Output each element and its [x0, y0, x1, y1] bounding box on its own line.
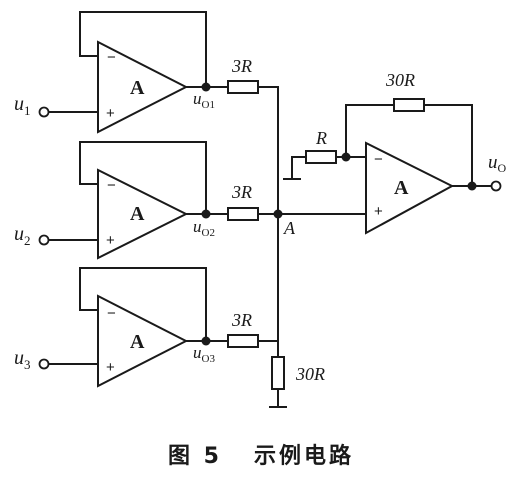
bus-wire-1: [257, 86, 279, 214]
buffer-amp-2: A − +: [38, 141, 367, 260]
resistor-r3-label: 3R: [231, 310, 252, 330]
ampout-minus: −: [374, 151, 383, 168]
caption-title: 示例电路: [253, 444, 354, 469]
uo3-label: uO3: [193, 343, 215, 365]
resistor-ground-label: 30R: [295, 364, 325, 384]
resistor-r2-label: 3R: [231, 182, 252, 202]
output-amp: A − +: [283, 98, 502, 235]
resistor-rin: [305, 150, 337, 164]
input-terminal-2: [38, 234, 50, 246]
amp2-plus: +: [106, 232, 115, 249]
resistor-ground: [271, 356, 285, 390]
feedback-left: [345, 104, 395, 158]
amp-label-1: A: [130, 77, 145, 99]
buffer-amp-1: A − +: [38, 11, 279, 214]
final-output-label: uO: [488, 152, 507, 175]
feedback-wire-2: [79, 141, 207, 215]
resistor-r1: [227, 80, 259, 94]
uo1-label: uO1: [193, 89, 215, 111]
feedback-wire-3: [79, 267, 207, 342]
summing-node: [269, 209, 287, 408]
amp-label-3: A: [130, 331, 145, 353]
amp-label-2: A: [130, 203, 145, 225]
opamp-triangle-2: [97, 168, 189, 260]
resistor-feedback-label: 30R: [385, 70, 415, 90]
resistor-r2: [227, 207, 259, 221]
buffer-amp-3: A − +: [38, 267, 279, 388]
figure-caption: 图 5 示例电路: [0, 438, 522, 470]
node-uo2: [201, 209, 211, 219]
resistor-rin-label: R: [315, 128, 327, 148]
node-out: [467, 181, 477, 191]
node-uo1: [201, 82, 211, 92]
resistor-feedback: [393, 98, 425, 112]
resistor-r1-label: 3R: [231, 56, 252, 76]
caption-label: 图 5: [168, 444, 222, 469]
input-terminal-3: [38, 358, 50, 370]
ampout-plus: +: [374, 203, 383, 220]
amp1-minus: −: [107, 49, 116, 66]
opamp-triangle-1: [97, 40, 189, 134]
amp-label-out: A: [394, 177, 409, 199]
node-a-dot: [273, 209, 283, 219]
node-a-label: A: [283, 218, 296, 238]
feedback-right: [423, 104, 473, 187]
resistor-r3: [227, 334, 259, 348]
uo2-label: uO2: [193, 217, 215, 239]
input-label-3: u3: [14, 347, 31, 372]
input-label-1: u1: [14, 93, 31, 118]
feedback-wire-1: [79, 11, 207, 88]
node-uo3: [201, 336, 211, 346]
opamp-triangle-out: [365, 141, 455, 235]
amp2-minus: −: [107, 177, 116, 194]
input-terminal-1: [38, 106, 50, 118]
amp1-plus: +: [106, 105, 115, 122]
opamp-triangle-3: [97, 294, 189, 388]
rin-ground-lead: [291, 156, 307, 179]
amp3-plus: +: [106, 359, 115, 376]
amp3-minus: −: [107, 305, 116, 322]
input-label-2: u2: [14, 223, 31, 248]
output-terminal: [490, 180, 502, 192]
